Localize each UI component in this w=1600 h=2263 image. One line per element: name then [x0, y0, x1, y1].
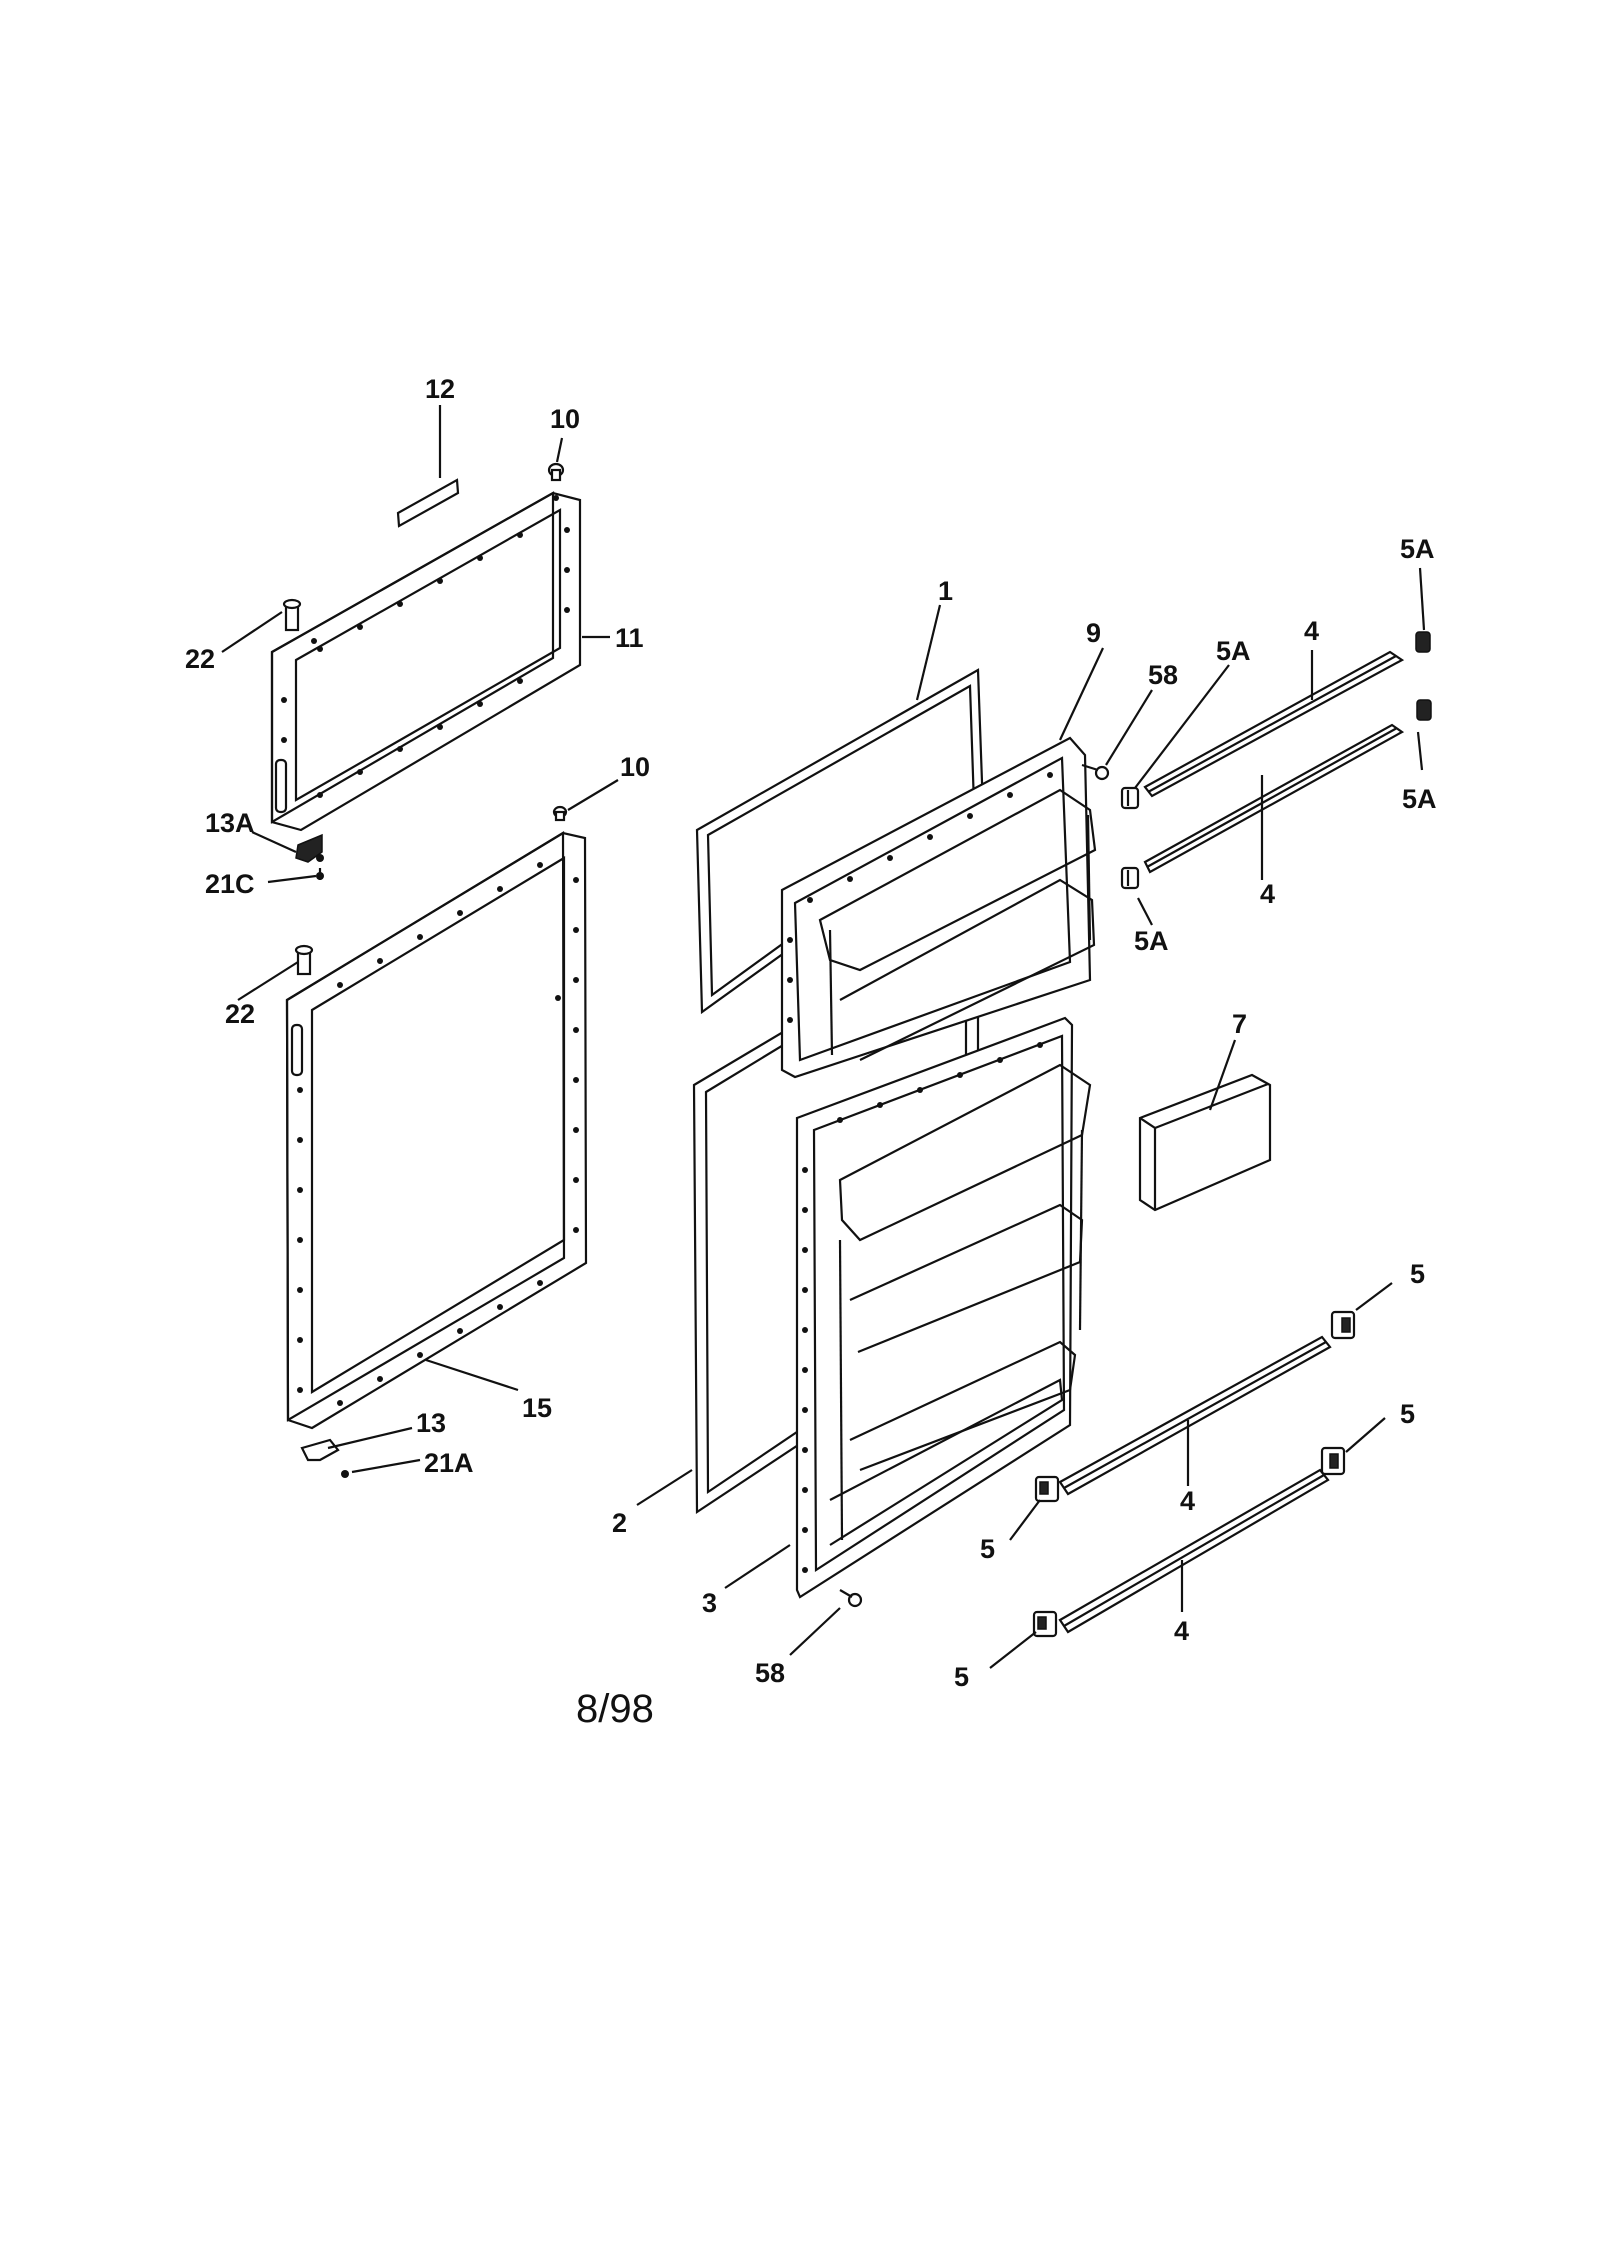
part-4-trim-strip-upper-1	[1143, 650, 1405, 798]
part-5A-cap-3	[1415, 631, 1431, 653]
part-58-top-screw	[1081, 763, 1110, 781]
label-4-lower-2: 4	[1174, 1616, 1189, 1646]
part-9-freezer-door-liner	[780, 736, 1097, 1079]
part-3-fresh-food-door-liner	[795, 1016, 1092, 1599]
label-5A-2: 5A	[1402, 784, 1437, 814]
label-9: 9	[1086, 618, 1101, 648]
label-22-lower: 22	[225, 999, 255, 1029]
part-22-top-pin	[282, 598, 302, 632]
part-12-label-strip	[396, 478, 460, 528]
part-11-freezer-door-panel	[270, 491, 582, 832]
part-5-bracket-4	[1032, 1610, 1058, 1638]
part-15-fresh-food-door-panel	[285, 831, 588, 1430]
label-10-lower: 10	[620, 752, 650, 782]
part-5-bracket-3	[1320, 1446, 1346, 1476]
label-13A: 13A	[205, 808, 255, 838]
part-5-bracket-2	[1034, 1475, 1060, 1503]
part-21C-screw	[316, 868, 324, 880]
leader-lines	[221, 405, 1426, 1669]
label-3: 3	[702, 1588, 717, 1618]
part-4-trim-strip-lower-2	[1058, 1468, 1330, 1634]
label-5A-3: 5A	[1134, 926, 1169, 956]
label-5A-1: 5A	[1216, 636, 1251, 666]
label-1: 1	[938, 576, 953, 606]
label-4-upper: 4	[1304, 616, 1319, 646]
label-11: 11	[615, 623, 644, 653]
label-58-top: 58	[1148, 660, 1178, 690]
label-5-2: 5	[1400, 1399, 1415, 1429]
part-58-lower-screw	[839, 1589, 863, 1608]
label-13: 13	[416, 1408, 446, 1438]
label-7: 7	[1232, 1009, 1247, 1039]
label-4-upper-2: 4	[1260, 879, 1275, 909]
label-5-4: 5	[954, 1662, 969, 1692]
label-5A-top: 5A	[1400, 534, 1435, 564]
label-12: 12	[425, 374, 455, 404]
label-10-top: 10	[550, 404, 580, 434]
label-58-lower: 58	[755, 1658, 785, 1688]
label-5-1: 5	[1410, 1259, 1425, 1289]
part-21A-screw	[341, 1470, 349, 1478]
label-15: 15	[522, 1393, 552, 1423]
part-10-top-plug	[547, 462, 565, 482]
part-5A-cap-1	[1120, 786, 1140, 810]
date-code: 8/98	[576, 1687, 654, 1731]
part-10-lower-plug	[552, 805, 568, 822]
label-21A: 21A	[424, 1448, 474, 1478]
label-21C: 21C	[205, 869, 255, 899]
part-5-bracket-1	[1330, 1310, 1356, 1340]
label-5-3: 5	[980, 1534, 995, 1564]
part-4-trim-strip-lower-1	[1058, 1335, 1332, 1496]
part-13-hinge-bracket	[300, 1438, 340, 1462]
part-22-lower-pin	[294, 944, 314, 976]
part-4-trim-strip-upper-2	[1143, 723, 1405, 874]
part-5A-cap-4	[1416, 699, 1432, 721]
label-2: 2	[612, 1508, 627, 1538]
part-5A-cap-2	[1120, 866, 1140, 890]
label-22-top: 22	[185, 644, 215, 674]
part-13A-hinge	[295, 833, 324, 863]
label-4-lower-1: 4	[1180, 1486, 1195, 1516]
part-labels: 12 10 22 11 13A 21C 10 22 15 13 21A 1 9 …	[185, 374, 1437, 1692]
part-7-dairy-door	[1138, 1073, 1272, 1212]
